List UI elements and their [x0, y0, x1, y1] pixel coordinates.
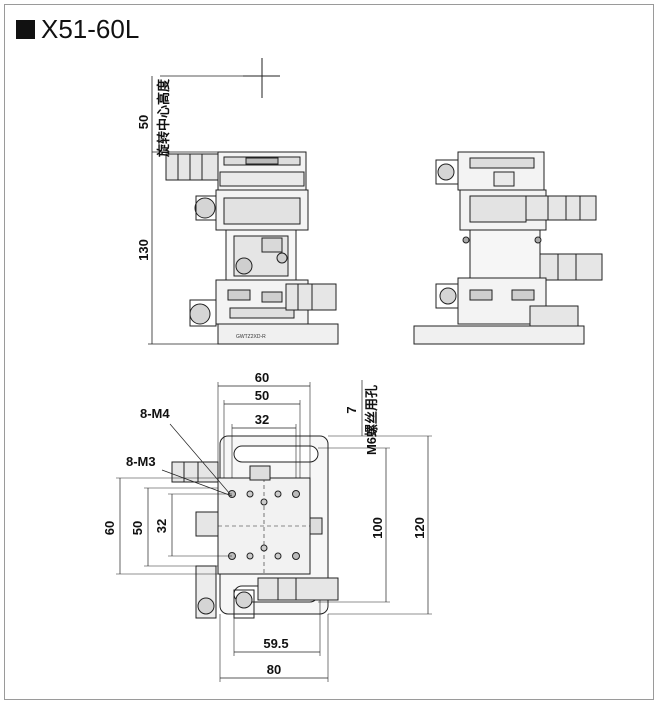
dim-32-top: 32 [255, 412, 269, 427]
side-view [413, 151, 603, 345]
dim-50-front: 50 [136, 115, 151, 129]
dim-130-front: 130 [136, 239, 151, 261]
top-view [116, 380, 432, 682]
dim-60-top: 60 [255, 370, 269, 385]
dim-7: 7 [344, 406, 359, 413]
label-8-m4: 8-M4 [140, 406, 170, 421]
title-square-icon [16, 20, 35, 39]
drawing-frame [4, 4, 654, 700]
dim-120: 120 [412, 517, 427, 539]
title-text: X51-60L [41, 14, 140, 44]
dim-60-left: 60 [102, 521, 117, 535]
drawing-title: X51-60L [16, 14, 139, 45]
dim-50-left: 50 [130, 521, 145, 535]
part-number-label: GWTZ2XD-R [236, 334, 266, 340]
front-view: GWTZ2XD-R [148, 58, 339, 345]
dim-59-5: 59.5 [263, 636, 288, 651]
dim-80: 80 [267, 662, 281, 677]
label-8-m3: 8-M3 [126, 454, 156, 469]
rotation-center-label: 旋转中心高度 [156, 78, 171, 158]
dim-100: 100 [370, 517, 385, 539]
dim-32-left: 32 [154, 519, 169, 533]
m6-screw-hole-label: M6螺丝用孔 [364, 385, 379, 455]
dim-50-top: 50 [255, 388, 269, 403]
